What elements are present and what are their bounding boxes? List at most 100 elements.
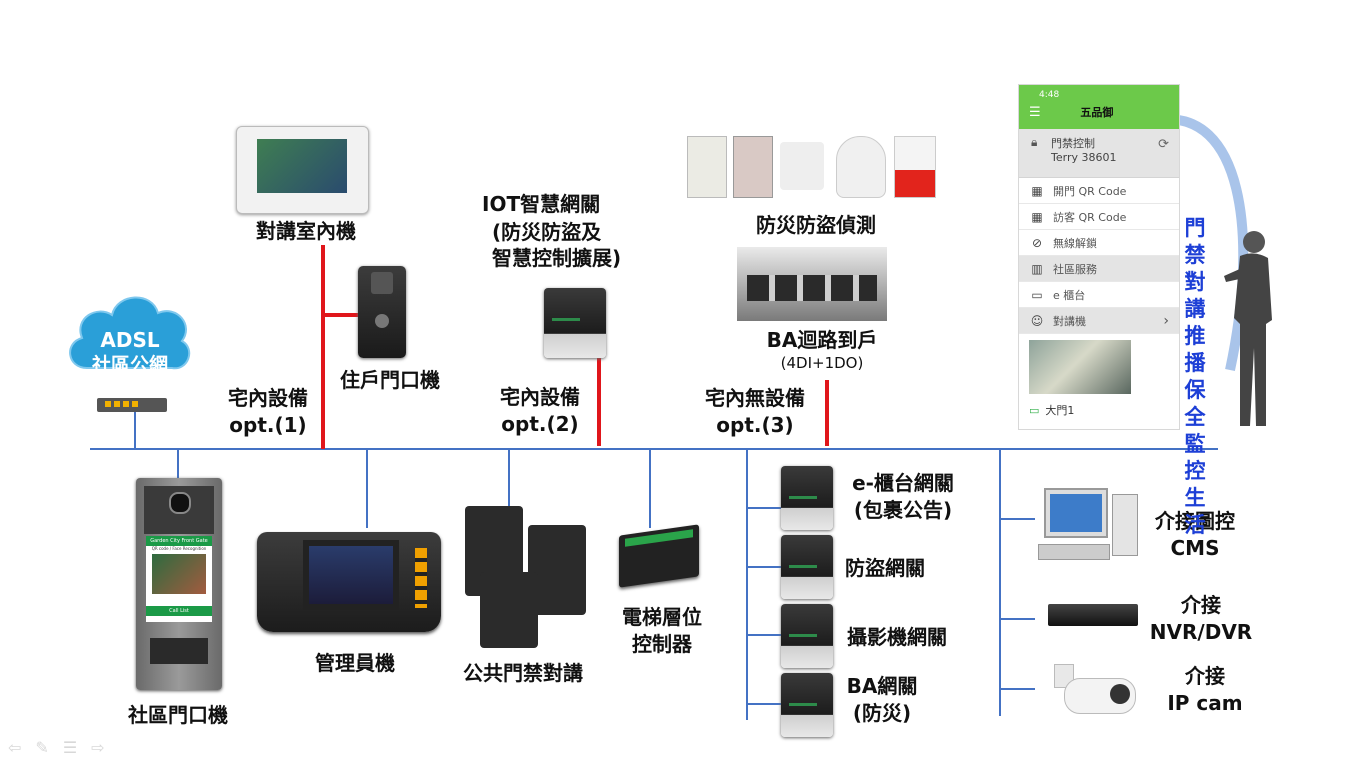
- qr-code-icon: ▦: [1031, 183, 1043, 198]
- gateway-1-line1: e-櫃台網關: [852, 471, 954, 495]
- sensors-label: 防災防盜偵測: [756, 213, 876, 237]
- building-icon: ▥: [1031, 261, 1043, 276]
- ip-camera-image: [1050, 664, 1136, 718]
- access-control-section[interactable]: 🔒︎ 門禁控制 Terry 38601 ⟳: [1019, 129, 1179, 178]
- motion-detector-icon: [836, 136, 886, 198]
- gateway-tap-3: [746, 634, 782, 636]
- magnetic-contact-icon: [780, 142, 824, 190]
- gateway-4-line2: (防災): [852, 701, 912, 725]
- opt2-line1: 宅內設備: [500, 385, 580, 409]
- gateway-4-line1: BA網關: [846, 674, 918, 698]
- elevator-label-line2: 控制器: [632, 632, 692, 656]
- ba-home-line1: BA迴路到戶: [766, 328, 878, 352]
- app-time: 4:48: [1039, 90, 1060, 100]
- elevator-label-line1: 電梯層位: [622, 605, 702, 629]
- service-list: 門禁 對講 推播 保全 監控 生活: [1180, 215, 1210, 539]
- gateway-1-image: [781, 466, 833, 530]
- refresh-icon[interactable]: ⟳: [1158, 137, 1169, 152]
- access-control-label: 門禁控制: [1051, 137, 1095, 150]
- integration-tap-1: [999, 518, 1035, 520]
- wireless-unlock-row[interactable]: ⊘ 無線解鎖: [1019, 230, 1179, 256]
- integration-tap-2: [999, 618, 1035, 620]
- integration-2-line1: 介接: [1181, 593, 1221, 617]
- community-door-label: 社區門口機: [128, 703, 228, 727]
- sensor-switch-icon: [687, 136, 727, 198]
- camera-thumbnail[interactable]: [1029, 340, 1131, 394]
- service-item: 對講: [1184, 270, 1206, 321]
- bus-drop-manager: [366, 448, 368, 528]
- integration-3-line2: IP cam: [1167, 691, 1243, 715]
- forward-arrow-icon[interactable]: ⇨: [91, 738, 105, 757]
- manager-console-image: [257, 532, 441, 632]
- gateway-2-image: [781, 535, 833, 599]
- open-qr-label: 開門 QR Code: [1053, 184, 1127, 198]
- gateway-tap-1: [746, 507, 782, 509]
- community-door-screen-title: Garden City Front Gate: [146, 536, 212, 546]
- community-door-call-list[interactable]: Call List: [146, 606, 212, 616]
- integration-2-line2: NVR/DVR: [1149, 620, 1253, 644]
- opt2-line2: opt.(2): [501, 412, 579, 436]
- gateway-4-image: [781, 673, 833, 737]
- menu-icon[interactable]: ☰: [62, 738, 78, 757]
- mobile-app-screen: 4:48 ☰ 五品御 🔒︎ 門禁控制 Terry 38601 ⟳ ▦ 開門 QR …: [1018, 84, 1180, 430]
- adsl-cloud-icon: [69, 296, 191, 370]
- person-with-phone-silhouette: [1224, 231, 1272, 426]
- visitor-qr-label: 訪客 QR Code: [1053, 210, 1127, 224]
- bus-drop-elevator: [649, 448, 651, 528]
- red-link-opt2: [597, 352, 601, 446]
- siren-icon: [894, 136, 936, 198]
- app-header: 4:48 ☰ 五品御: [1019, 85, 1179, 129]
- service-item: 生活: [1184, 486, 1206, 537]
- integration-bus-vertical: [999, 448, 1001, 716]
- menu-icon[interactable]: ☰: [1029, 104, 1041, 120]
- gateway-2-line1: 防盜網關: [845, 556, 925, 580]
- open-qr-row[interactable]: ▦ 開門 QR Code: [1019, 178, 1179, 204]
- community-door-screen-sub: QR code / Face Recognition: [151, 546, 207, 551]
- person-icon: ☺: [1030, 313, 1044, 328]
- red-link-opt3: [825, 380, 829, 446]
- community-service-label: 社區服務: [1053, 262, 1097, 276]
- gateway-3-line1: 攝影機網關: [847, 625, 947, 649]
- service-item: 保全: [1184, 378, 1206, 429]
- gateway-1-line2: (包裹公告): [853, 498, 953, 522]
- e-counter-label: e 櫃台: [1053, 288, 1086, 302]
- visitor-qr-row[interactable]: ▦訪客 QR Code: [1019, 204, 1179, 230]
- red-link-opt1: [321, 245, 325, 449]
- e-counter-row[interactable]: ▭ e 櫃台: [1019, 282, 1179, 308]
- sensor-panel-icon: [733, 136, 773, 198]
- ba-home-line2: (4DI+1DO): [780, 354, 864, 372]
- camera-row[interactable]: ▭ 大門1: [1019, 394, 1179, 418]
- no-entry-icon: ⊘: [1031, 235, 1043, 250]
- elevator-controller-image: [619, 524, 699, 588]
- public-door-unit-3-image: [480, 572, 538, 648]
- back-arrow-icon[interactable]: ⇦: [8, 738, 22, 757]
- indoor-unit-image: [236, 126, 369, 214]
- bus-drop-community-door: [177, 448, 179, 478]
- intercom-row[interactable]: ☺對講機›: [1019, 308, 1179, 334]
- pen-icon[interactable]: ✎: [35, 738, 49, 757]
- cms-computer-image: [1038, 488, 1138, 562]
- lock-icon: 🔒︎: [1031, 135, 1038, 149]
- integration-3-line1: 介接: [1185, 664, 1225, 688]
- red-link-door-unit: [323, 313, 359, 317]
- chevron-right-icon: ›: [1163, 312, 1169, 329]
- opt1-line2: opt.(1): [229, 413, 307, 437]
- wireless-unlock-label: 無線解鎖: [1053, 236, 1097, 250]
- manager-label: 管理員機: [315, 651, 395, 675]
- gateway-3-image: [781, 604, 833, 668]
- slide-nav: ⇦ ✎ ☰ ⇨: [8, 738, 105, 757]
- video-camera-icon: ▭: [1029, 403, 1040, 417]
- integration-1-line2: CMS: [1170, 536, 1220, 560]
- community-service-row[interactable]: ▥ 社區服務: [1019, 256, 1179, 282]
- resident-door-unit-image: [358, 266, 406, 358]
- iot-label-line2: (防災防盜及: [492, 220, 602, 244]
- integration-1-line1: 介接圖控: [1155, 509, 1235, 533]
- service-item: 監控: [1184, 432, 1206, 483]
- iot-label-line1: IOT智慧網關: [482, 192, 601, 216]
- main-bus-line: [90, 448, 1218, 450]
- ba-terminal-block-image: [737, 247, 887, 321]
- access-control-user: Terry 38601: [1051, 151, 1117, 164]
- clipboard-icon: ▭: [1031, 287, 1043, 302]
- public-door-label: 公共門禁對講: [463, 661, 583, 685]
- community-door-unit-image: Garden City Front Gate QR code / Face Re…: [136, 478, 222, 690]
